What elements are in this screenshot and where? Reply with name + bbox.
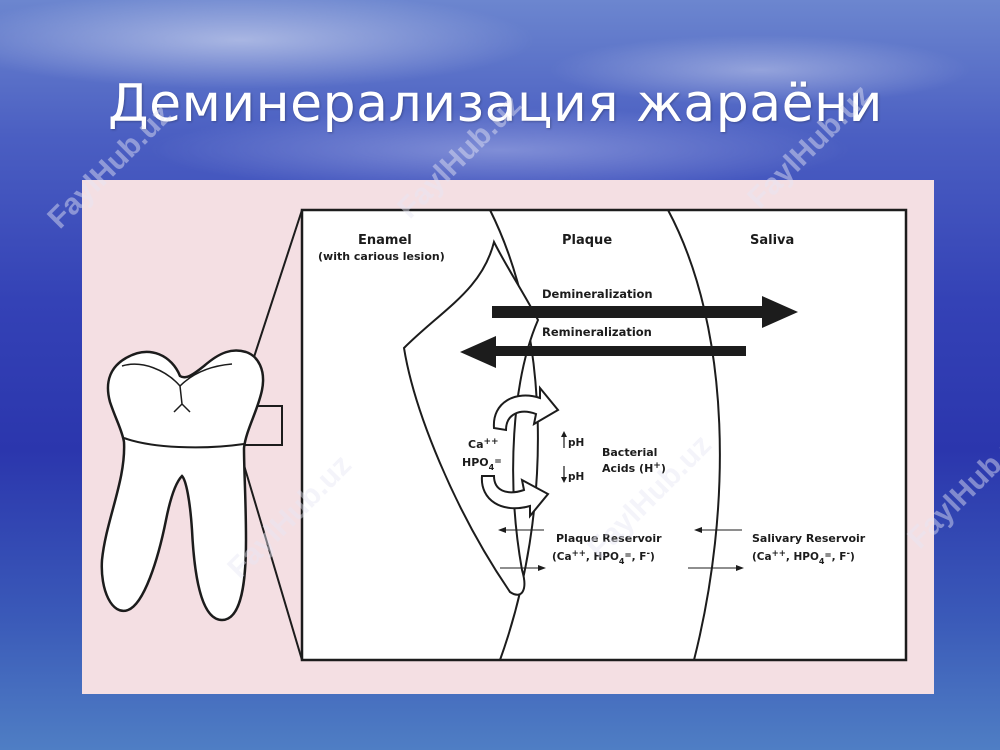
enamel-subheader: (with carious lesion) bbox=[318, 250, 445, 263]
remineralization-arrow bbox=[460, 336, 746, 368]
saliva-header: Saliva bbox=[750, 233, 794, 248]
slide-title: Деминерализация жараёни bbox=[108, 74, 883, 134]
cycle-arrow-bottom bbox=[480, 475, 550, 519]
plaque-header: Plaque bbox=[562, 233, 612, 248]
enamel-plaque-boundary bbox=[489, 209, 539, 661]
demineralization-label: Demineralization bbox=[542, 287, 653, 301]
ph-down-arrowhead bbox=[561, 477, 567, 483]
demineralization-diagram: Enamel (with carious lesion) Plaque Sali… bbox=[100, 208, 908, 662]
demineralization-arrow bbox=[492, 296, 798, 328]
ph-up-arrowhead bbox=[561, 431, 567, 437]
tooth-cusp-line bbox=[121, 363, 233, 387]
tooth-fissure bbox=[173, 385, 191, 413]
salivary-reservoir-items: (Ca++, HPO4=, F-) bbox=[752, 549, 855, 566]
plaque-reservoir-items: (Ca++, HPO4=, F-) bbox=[552, 549, 655, 566]
bacterial-label: Bacterial bbox=[602, 446, 657, 459]
plaque-reservoir-label: Plaque Reservoir bbox=[556, 532, 662, 545]
enamel-header: Enamel bbox=[358, 233, 412, 248]
tooth-cej-line bbox=[123, 437, 245, 449]
plaque-saliva-boundary bbox=[667, 209, 721, 661]
ca-ion-label: Ca++ bbox=[468, 437, 499, 451]
ph-up-label: pH bbox=[568, 437, 584, 449]
diagram-panel: Enamel (with carious lesion) Plaque Sali… bbox=[82, 180, 934, 694]
plaque-to-enamel-arrowhead bbox=[498, 527, 506, 533]
enamel-to-plaque-arrowhead bbox=[538, 565, 546, 571]
zoom-line-bottom bbox=[237, 444, 303, 661]
hpo4-ion-label: HPO4= bbox=[462, 456, 502, 472]
ph-down-label: pH bbox=[568, 471, 584, 483]
acids-label: Acids (H+) bbox=[602, 461, 666, 475]
saliva-to-plaque-arrowhead bbox=[694, 527, 702, 533]
salivary-reservoir-label: Salivary Reservoir bbox=[752, 532, 866, 545]
cycle-arrow-top bbox=[492, 385, 560, 432]
tooth-outline bbox=[100, 349, 265, 622]
magnified-box bbox=[300, 208, 908, 662]
plaque-to-saliva-arrowhead bbox=[736, 565, 744, 571]
remineralization-label: Remineralization bbox=[542, 325, 652, 339]
